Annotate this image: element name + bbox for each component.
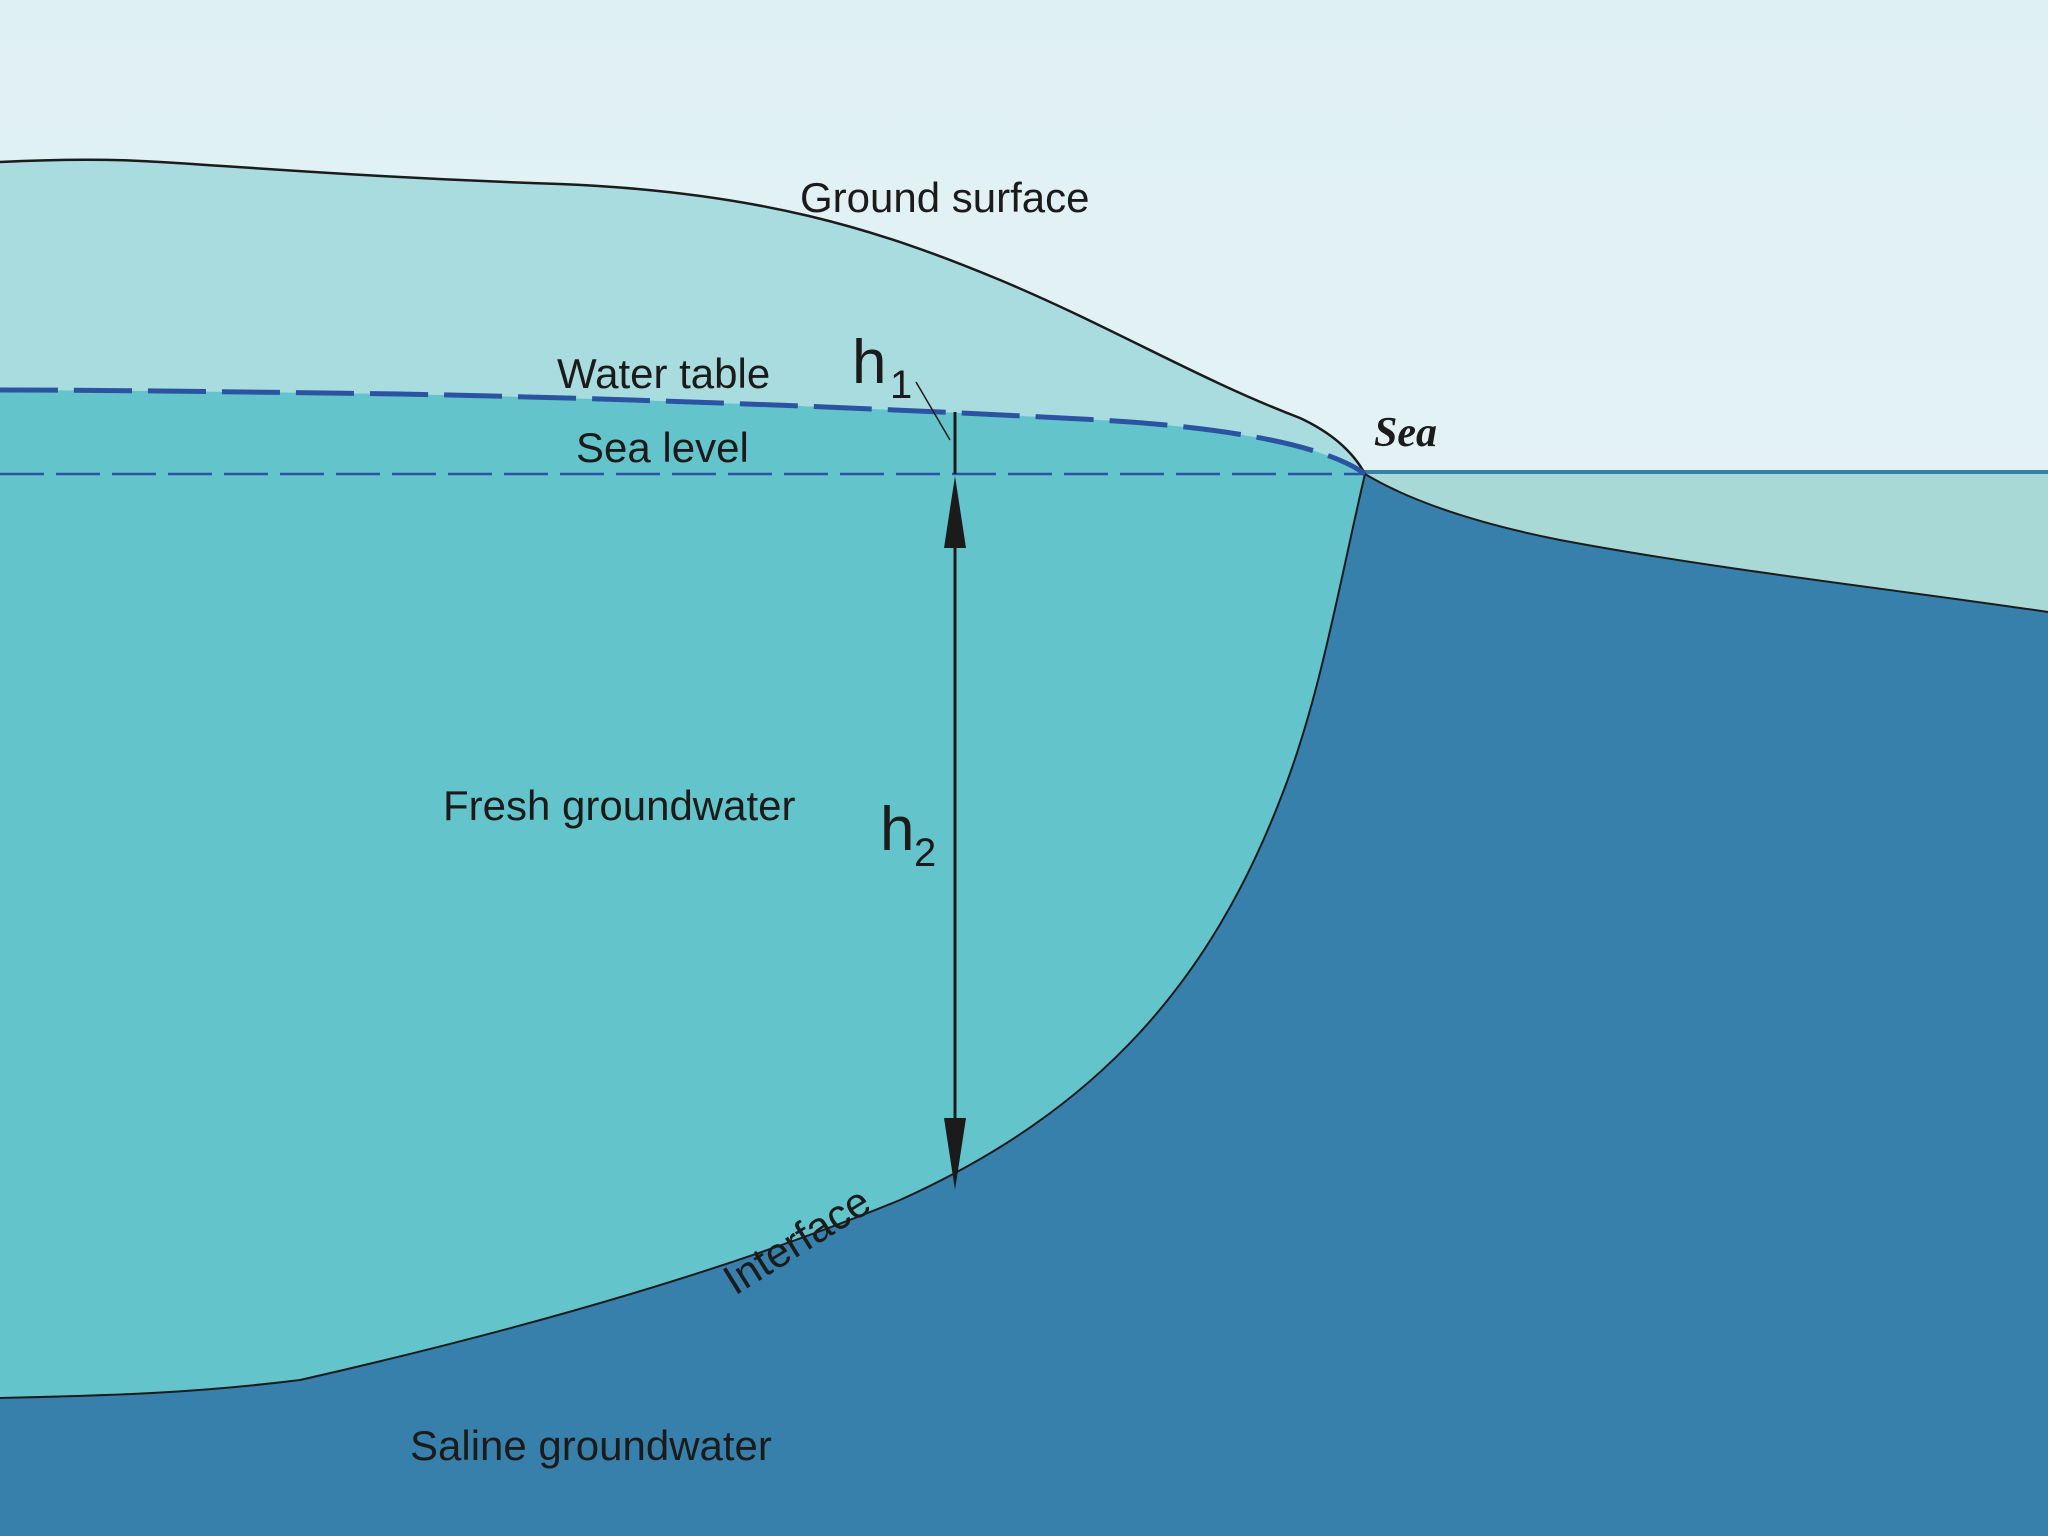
h2-letter: h: [880, 795, 914, 864]
unsaturated-zone: [0, 159, 1365, 474]
ground-surface-label: Ground surface: [800, 174, 1090, 221]
h2-arrow-down-head: [944, 1118, 966, 1190]
fresh-groundwater-region: [0, 390, 1365, 1398]
sea-label: Sea: [1374, 410, 1437, 456]
sea-level-label: Sea level: [576, 424, 749, 471]
h1-letter: h: [852, 328, 886, 397]
h2-subscript: 2: [914, 831, 936, 875]
h1-subscript: 1: [890, 363, 912, 407]
sea-water-region: [1365, 474, 2048, 612]
water-table-line: [0, 387, 1367, 477]
saline-groundwater-label: Saline groundwater: [410, 1422, 772, 1469]
h2-arrow-up-head: [944, 476, 966, 548]
h1-leader-line: [915, 381, 951, 441]
interface-line: [0, 473, 1366, 1399]
ground-surface-line: [0, 158, 1367, 475]
h2-label: h 2: [880, 795, 936, 875]
h1-label: h 1: [852, 328, 912, 407]
seabed-line: [1364, 473, 2048, 613]
water-table-label: Water table: [557, 350, 770, 397]
fresh-groundwater-label: Fresh groundwater: [443, 782, 796, 829]
